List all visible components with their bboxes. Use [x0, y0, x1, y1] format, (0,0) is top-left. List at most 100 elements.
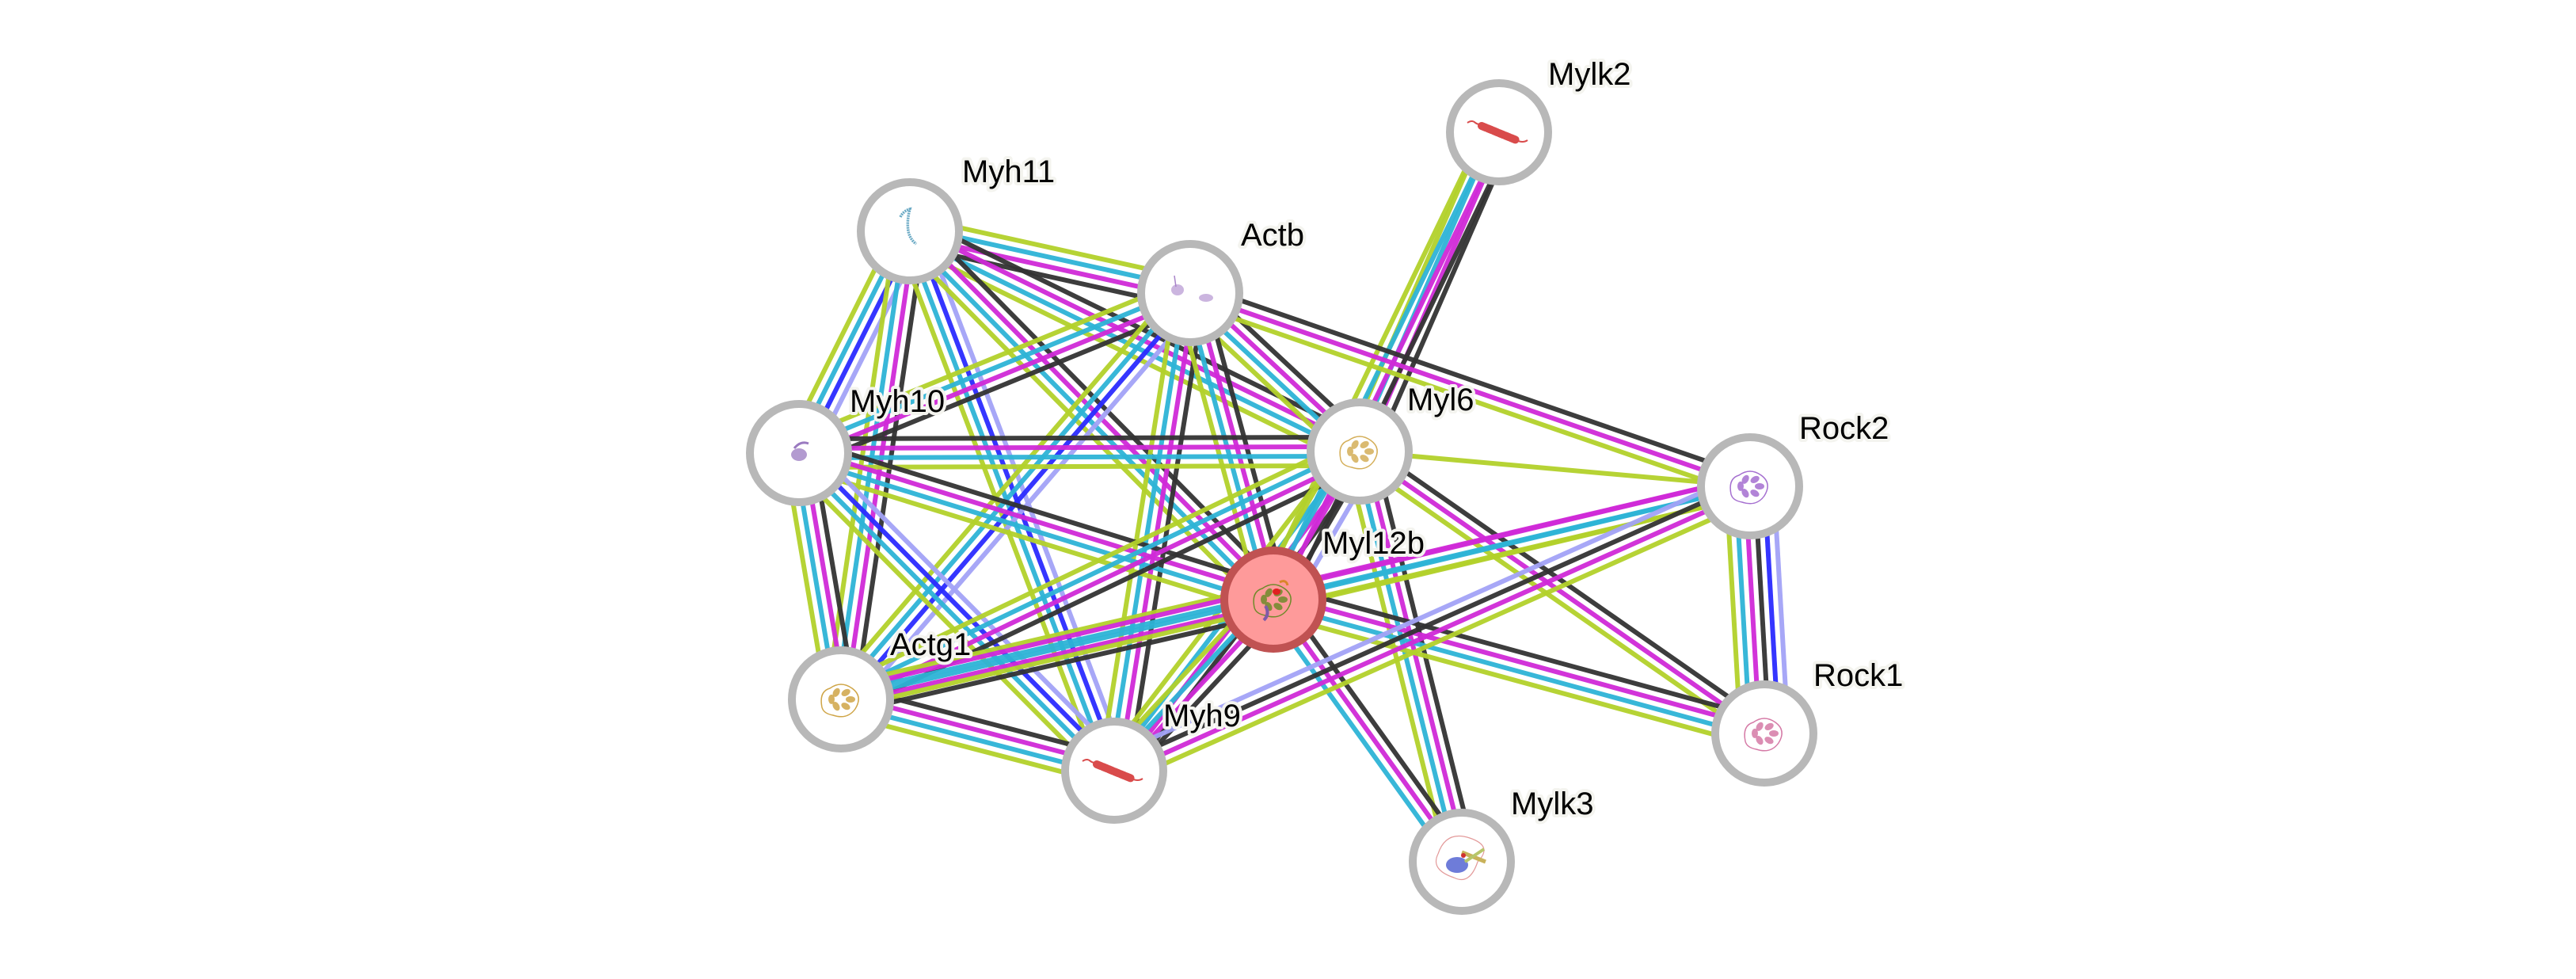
- node-label-actb[interactable]: Actb: [1238, 215, 1307, 256]
- node-myh9[interactable]: [1061, 718, 1167, 824]
- edge-evidence-databases: [907, 233, 1359, 459]
- protein-structure-icon: [791, 441, 809, 461]
- node-label-rock1[interactable]: Rock1: [1810, 655, 1906, 696]
- node-actg1[interactable]: [788, 646, 894, 752]
- node-myh10[interactable]: [746, 400, 852, 506]
- edge-evidence-cooccurrence: [807, 441, 1126, 763]
- edge-evidence-coexpression: [843, 611, 1277, 716]
- edge-evidence-textmining: [837, 583, 1271, 688]
- protein-structure-icon: [1729, 470, 1768, 505]
- node-label-myl6[interactable]: Myl6: [1404, 379, 1477, 421]
- edge-evidence-neighborhood: [843, 294, 1196, 704]
- edge-evidence-experiments: [800, 295, 1193, 460]
- node-myh11[interactable]: [857, 178, 963, 284]
- edge-myl12b-rock1[interactable]: [1269, 583, 1769, 750]
- edge-myl12b-mylk3[interactable]: [1263, 592, 1472, 869]
- node-label-mylk2[interactable]: Mylk2: [1545, 54, 1634, 95]
- edge-myh10-myh9[interactable]: [787, 441, 1126, 783]
- edge-evidence-textmining: [828, 282, 1181, 692]
- protein-structure-icon: [820, 684, 859, 718]
- edge-evidence-textmining: [787, 461, 1106, 783]
- edge-actb-myh9[interactable]: [1098, 290, 1207, 774]
- edge-evidence-cooccurrence: [850, 300, 1203, 710]
- protein-structure-icon: [1467, 120, 1528, 144]
- edge-evidence-textmining: [1186, 299, 1748, 498]
- edge-evidence-textmining: [793, 464, 1270, 616]
- protein-structure-icon: [1744, 718, 1783, 752]
- node-circle[interactable]: [1697, 433, 1803, 539]
- edge-evidence-coexpression: [1111, 479, 1749, 769]
- node-circle[interactable]: [857, 178, 963, 284]
- edge-myh10-myl12b[interactable]: [793, 436, 1279, 616]
- edge-evidence-textmining: [793, 277, 1186, 443]
- node-myl6[interactable]: [1307, 398, 1413, 505]
- edge-evidence-experiments: [1189, 291, 1751, 489]
- node-label-mylk3[interactable]: Mylk3: [1508, 783, 1596, 825]
- node-circle[interactable]: [1137, 240, 1243, 346]
- edge-evidence-coexpression: [1279, 592, 1472, 858]
- edge-evidence-databases: [793, 455, 1113, 776]
- edge-evidence-textmining: [1119, 497, 1757, 787]
- edge-evidence-databases: [838, 444, 1359, 698]
- protein-structure-icon: [1435, 835, 1486, 881]
- edge-evidence-textmining: [1269, 611, 1762, 750]
- edge-evidence-experiments: [799, 446, 1276, 598]
- edge-evidence-textmining: [833, 436, 1355, 689]
- edge-evidence-coexpression: [1201, 288, 1290, 597]
- protein-structure-icon: [1082, 759, 1143, 783]
- edge-evidence-experiments: [911, 224, 1363, 450]
- edge-evidence-experiments: [1358, 449, 1766, 736]
- node-label-rock2[interactable]: Rock2: [1796, 408, 1892, 449]
- node-circle[interactable]: [788, 646, 894, 752]
- node-circle[interactable]: [1220, 547, 1326, 653]
- edge-evidence-coexpression: [802, 436, 1279, 589]
- edge-evidence-databases: [835, 288, 1189, 699]
- edge-evidence-databases: [1263, 604, 1456, 869]
- node-rock1[interactable]: [1711, 680, 1817, 787]
- edge-actb-rock2[interactable]: [1186, 281, 1754, 498]
- node-rock2[interactable]: [1697, 433, 1803, 539]
- edge-evidence-textmining: [1174, 295, 1262, 604]
- edge-evidence-databases: [1271, 601, 1764, 741]
- edge-myl12b-actg1[interactable]: [837, 583, 1277, 716]
- edge-evidence-coexpression: [1276, 583, 1769, 722]
- node-label-myh10[interactable]: Myh10: [847, 381, 948, 422]
- node-label-myh11[interactable]: Myh11: [959, 151, 1058, 192]
- node-label-actg1[interactable]: Actg1: [887, 624, 974, 665]
- edge-evidence-databases: [1107, 291, 1189, 771]
- edge-myh9-rock2[interactable]: [1107, 470, 1757, 787]
- protein-structure-icon: [899, 207, 918, 246]
- edge-evidence-experiments: [1115, 488, 1753, 778]
- edge-evidence-databases: [839, 592, 1273, 698]
- node-label-myl12b[interactable]: Myl12b: [1319, 523, 1428, 564]
- edge-evidence-textmining: [1353, 457, 1760, 744]
- edge-evidence-textmining: [1359, 449, 1751, 489]
- node-myl12b[interactable]: [1220, 547, 1326, 653]
- edge-evidence-databases: [797, 455, 1273, 607]
- node-circle[interactable]: [1711, 680, 1817, 787]
- protein-structure-icon: [1171, 275, 1213, 302]
- edge-evidence-coexpression: [1192, 281, 1754, 480]
- node-label-myh9[interactable]: Myh9: [1160, 695, 1244, 737]
- protein-structure-icon: [1339, 436, 1378, 470]
- edge-evidence-coexpression: [798, 435, 1360, 442]
- node-actb[interactable]: [1137, 240, 1243, 346]
- edge-evidence-databases: [799, 454, 1360, 460]
- edge-evidence-textmining: [1098, 290, 1179, 769]
- nodes-layer: [746, 79, 1817, 915]
- edge-evidence-neighborhood: [801, 448, 1120, 769]
- edge-actb-actg1[interactable]: [828, 282, 1203, 710]
- node-circle[interactable]: [1307, 398, 1413, 505]
- edge-evidence-experiments: [841, 601, 1276, 707]
- edge-evidence-experiments: [798, 444, 1360, 451]
- edge-evidence-experiments: [1271, 598, 1464, 863]
- node-mylk3[interactable]: [1409, 809, 1515, 915]
- edge-evidence-textmining: [824, 228, 899, 698]
- edge-evidence-databases: [796, 286, 1189, 451]
- protein-structure-icon: [1253, 580, 1292, 622]
- node-mylk2[interactable]: [1446, 79, 1552, 185]
- edge-myl6-rock2[interactable]: [1359, 449, 1751, 489]
- edge-evidence-experiments: [1273, 592, 1767, 732]
